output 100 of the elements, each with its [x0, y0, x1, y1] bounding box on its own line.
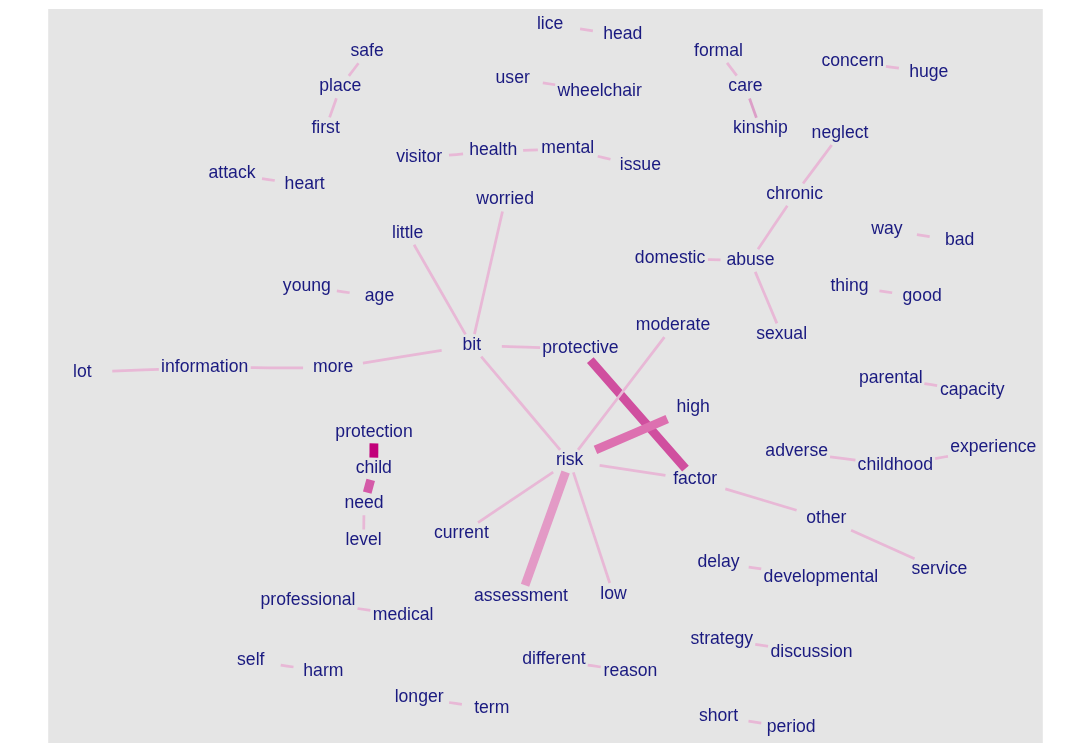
node-text: bit: [462, 333, 481, 354]
node-text: formal: [693, 39, 743, 60]
connector: [579, 27, 593, 32]
node-text: self: [236, 648, 264, 669]
connector: [593, 414, 669, 454]
node-text: level: [344, 528, 382, 549]
connector: [522, 148, 538, 152]
node-text: little: [391, 221, 423, 242]
node-text: care: [727, 74, 763, 95]
connector: [850, 528, 915, 560]
connector: [356, 606, 371, 612]
node-text: adverse: [764, 439, 828, 460]
connector: [336, 289, 350, 294]
connector: [479, 355, 561, 451]
connector: [923, 381, 937, 387]
connector: [587, 663, 601, 668]
node-text: chronic: [765, 182, 823, 203]
connector: [361, 514, 365, 529]
connector: [756, 204, 788, 250]
connector: [571, 471, 611, 583]
node-text: need: [343, 491, 384, 512]
node-text: lot: [72, 360, 92, 380]
connector: [753, 270, 778, 324]
node-text: service: [910, 557, 967, 578]
connector: [327, 97, 338, 118]
node-text: health: [468, 138, 517, 159]
connector: [598, 463, 666, 477]
connector: [448, 152, 463, 157]
connector: [878, 289, 892, 294]
node-text: term: [473, 696, 509, 717]
node-text: medical: [372, 603, 434, 623]
connector: [368, 442, 378, 458]
connector: [829, 454, 856, 462]
connector: [476, 470, 554, 524]
connector: [111, 367, 159, 373]
connector: [724, 487, 797, 512]
node-text: experience: [949, 435, 1036, 456]
node-text: bad: [944, 228, 974, 249]
node-text: capacity: [939, 378, 1005, 399]
connector: [412, 243, 467, 335]
connector: [707, 257, 721, 261]
node-text: harm: [302, 659, 343, 680]
node-text: more: [312, 355, 353, 376]
node-text: low: [599, 582, 627, 603]
node-text: mental: [540, 136, 594, 157]
node-text: reason: [603, 659, 657, 680]
connector: [586, 356, 689, 472]
node-text: user: [495, 66, 530, 87]
connector: [725, 61, 738, 76]
connector: [748, 565, 761, 570]
node-text: worried: [475, 187, 534, 208]
node-text: childhood: [857, 453, 933, 474]
connector: [801, 143, 833, 184]
node-text: developmental: [763, 565, 878, 586]
connector: [472, 210, 504, 334]
connector: [754, 642, 768, 648]
connector: [747, 97, 758, 118]
connector: [916, 232, 930, 238]
node-text: huge: [908, 60, 948, 81]
connector: [347, 61, 360, 77]
node-text: neglect: [811, 121, 868, 142]
connector: [576, 335, 665, 451]
node-text: age: [364, 284, 394, 305]
node-text: abuse: [725, 248, 774, 269]
node-text: strategy: [690, 627, 753, 648]
node-text: sexual: [755, 322, 807, 343]
connector: [885, 64, 899, 70]
node-text: heart: [284, 172, 325, 193]
node-text: risk: [555, 448, 583, 469]
node-text: moderate: [635, 313, 710, 334]
node-text: issue: [619, 153, 661, 174]
node-text: longer: [394, 685, 444, 706]
node-text: discussion: [769, 640, 853, 661]
node-text: attack: [208, 161, 256, 182]
connector: [934, 454, 948, 460]
connector: [362, 478, 375, 494]
node-text: period: [766, 715, 816, 736]
node-text: parental: [858, 366, 923, 387]
node-text: high: [675, 395, 710, 416]
connector: [250, 365, 303, 369]
node-text: assessment: [473, 584, 568, 605]
connector: [520, 470, 570, 587]
node-text: protection: [334, 420, 413, 441]
node-text: wheelchair: [557, 79, 642, 100]
connector: [542, 81, 555, 86]
connector: [280, 663, 294, 668]
node-text: factor: [672, 467, 717, 488]
connector: [448, 700, 462, 706]
node-text: lice: [536, 12, 563, 33]
connector: [261, 176, 275, 182]
node-text: other: [805, 506, 846, 527]
node-text: domestic: [634, 246, 705, 267]
node-text: child: [355, 456, 392, 477]
node-text: different: [521, 647, 586, 668]
node-text: protective: [541, 336, 619, 357]
node-text: safe: [350, 39, 384, 60]
node-text: good: [902, 284, 942, 305]
node-text: thing: [829, 274, 869, 295]
node-text: young: [282, 274, 331, 295]
node-text: information: [160, 355, 248, 376]
